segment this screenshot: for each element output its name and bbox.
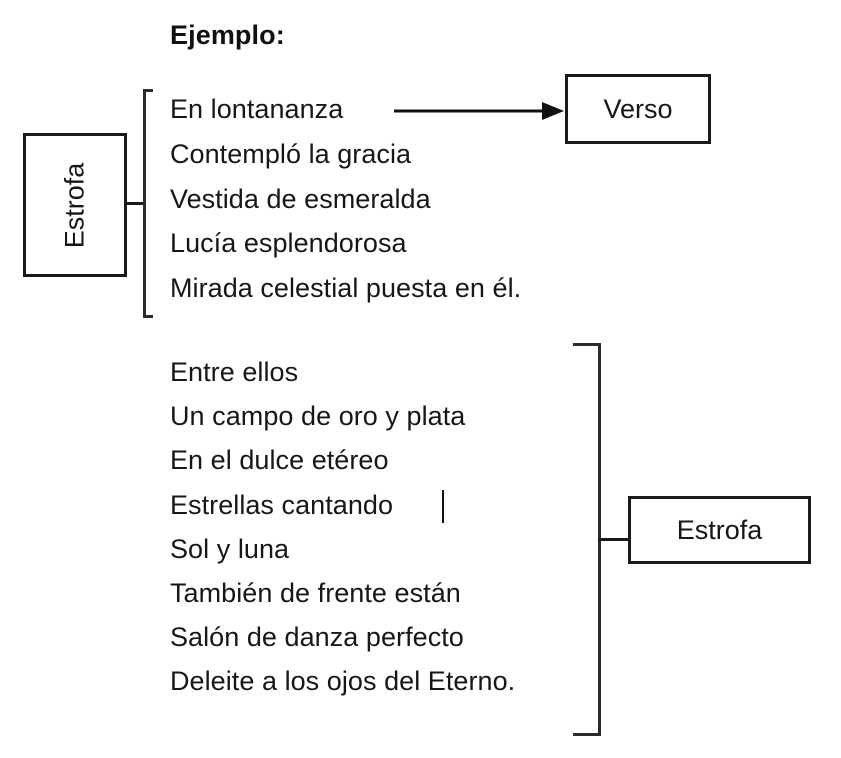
stanza-one-line-3[interactable]: Vestida de esmeralda bbox=[170, 184, 431, 214]
verse-node-box[interactable]: Verso bbox=[565, 74, 711, 144]
stanza-two-bracket bbox=[573, 343, 601, 736]
stanza-two-connector-stem bbox=[598, 538, 630, 541]
stanza-one-node-box[interactable]: Estrofa bbox=[23, 133, 127, 277]
stanza-one-bracket bbox=[143, 89, 153, 318]
stanza-one-line-5[interactable]: Mirada celestial puesta en él. bbox=[170, 273, 522, 303]
stanza-one-line-4[interactable]: Lucía esplendorosa bbox=[170, 228, 407, 258]
verse-arrow bbox=[394, 98, 566, 124]
stanza-two-line-4[interactable]: Estrellas cantando bbox=[170, 490, 394, 520]
stanza-two-line-1[interactable]: Entre ellos bbox=[170, 357, 299, 387]
stanza-two-line-8[interactable]: Deleite a los ojos del Eterno. bbox=[170, 666, 516, 696]
verse-node-label: Verso bbox=[603, 93, 673, 124]
text-cursor-caret bbox=[442, 490, 444, 523]
stanza-two-node-box[interactable]: Estrofa bbox=[628, 496, 811, 564]
stanza-two-line-6[interactable]: También de frente están bbox=[170, 578, 461, 608]
stanza-one-line-2[interactable]: Contempló la gracia bbox=[170, 139, 412, 169]
stanza-two-line-7[interactable]: Salón de danza perfecto bbox=[170, 622, 464, 652]
arrow-right-icon bbox=[394, 102, 564, 120]
stanza-two-line-5[interactable]: Sol y luna bbox=[170, 534, 290, 564]
stanza-two-line-2[interactable]: Un campo de oro y plata bbox=[170, 401, 466, 431]
stanza-two-node-label: Estrofa bbox=[676, 514, 763, 545]
stanza-one-connector-stem bbox=[127, 202, 145, 205]
page-heading: Ejemplo: bbox=[170, 20, 285, 50]
stanza-one-node-label: Estrofa bbox=[59, 162, 90, 248]
stanza-two-line-3[interactable]: En el dulce etéreo bbox=[170, 445, 389, 475]
stanza-one-line-1[interactable]: En lontananza bbox=[170, 94, 344, 124]
